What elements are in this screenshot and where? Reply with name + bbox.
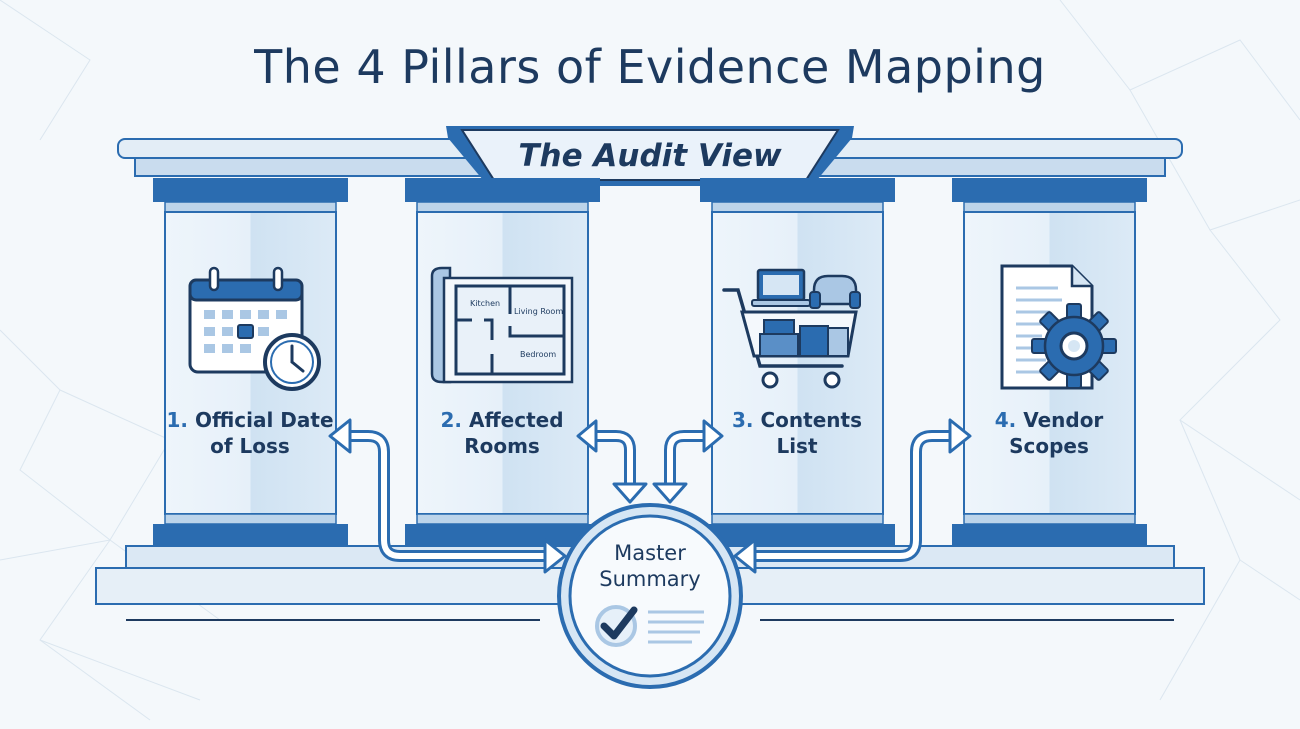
master-line-1: Master [614,541,686,565]
pillar-column-3 [700,178,895,546]
pillar-number: 2. [440,408,462,432]
pillar-number: 3. [732,408,754,432]
pillar-number: 4. [994,408,1017,432]
pillar-line-1: Official Date [194,408,334,432]
kitchen-label: Kitchen [470,299,500,308]
pillar-line-2: List [776,434,818,458]
checklist-icon [595,605,704,647]
pillar-line-1: Affected [468,408,564,432]
living-room-label: Living Room [514,307,563,316]
pillar-line-2: Scopes [1009,434,1089,458]
pillar-label-3: 3. Contents List [697,407,897,459]
pillar-number: 1. [166,408,188,432]
pillar-line-2: Rooms [464,434,540,458]
shopping-cart-icon [722,268,861,389]
audit-view-banner [446,126,854,186]
master-summary-label: Master Summary [560,540,740,592]
pillar-line-2: of Loss [210,434,290,458]
master-line-2: Summary [599,567,701,591]
pillar-label-2: 2. Affected Rooms [402,407,602,459]
page-title: The 4 Pillars of Evidence Mapping [254,40,1046,94]
bedroom-label: Bedroom [520,350,556,359]
pillar-label-4: 4. Vendor Scopes [949,407,1149,459]
master-summary-node [557,503,743,689]
floor-plan-icon: Kitchen Living Room Bedroom [430,266,574,384]
connector-arrows [328,418,972,574]
document-gear-icon [1000,264,1117,390]
pillar-line-1: Vendor [1023,408,1104,432]
pillar-line-1: Contents [760,408,862,432]
arrow-head-pillar-1 [328,418,352,454]
banner-label: The Audit View [518,138,782,174]
pillar-label-1: 1. Official Date of Loss [150,407,350,459]
calendar-clock-icon [188,266,321,391]
